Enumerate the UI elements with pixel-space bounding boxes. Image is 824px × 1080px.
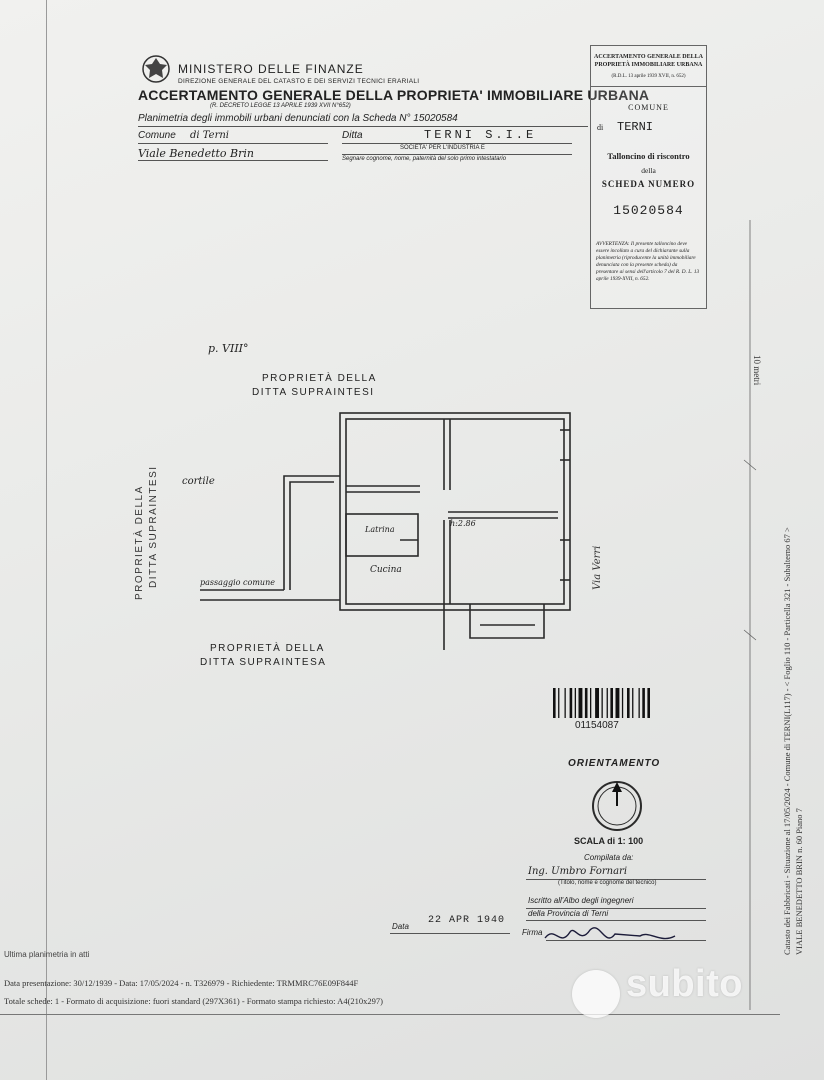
watermark-text: subito xyxy=(626,963,743,1005)
direzione-text: DIREZIONE GENERALE DEL CATASTO E DEI SER… xyxy=(178,78,420,85)
prop-left-line1: PROPRIETÀ DELLA xyxy=(134,485,145,600)
barcode-bar xyxy=(638,688,640,718)
plan-page-ref: p. VIII° xyxy=(208,342,249,355)
footer-line-1: Data presentazione: 30/12/1939 - Data: 1… xyxy=(4,978,359,988)
stub-comune-label: COMUNE xyxy=(628,103,669,112)
barcode-bar xyxy=(621,688,624,718)
stub-title-1: ACCERTAMENTO GENERALE DELLA xyxy=(594,54,703,60)
barcode-bar xyxy=(584,688,588,718)
subito-logo-icon xyxy=(572,970,620,1018)
latrina-label: Latrina xyxy=(365,525,395,534)
prop-top-line1: PROPRIETÀ DELLA xyxy=(262,373,377,384)
stub-scheda-label: SCHEDA NUMERO xyxy=(601,179,696,189)
stub-comune-prefix: di xyxy=(597,123,604,132)
emblem-icon xyxy=(142,55,170,83)
barcode-bar xyxy=(578,688,583,718)
address-value: Viale Benedetto Brin xyxy=(138,147,254,160)
signature xyxy=(544,927,676,940)
scale-10m-label: 10 metri xyxy=(752,355,762,386)
height-label: h:2.86 xyxy=(450,519,476,528)
barcode-bar xyxy=(615,688,620,718)
engineer-note: (Titolo, nome e cognome del tecnico) xyxy=(558,880,657,886)
stub-della: della xyxy=(641,166,656,175)
stub-scheda-number: 15020584 xyxy=(613,203,684,218)
firma-label: Firma xyxy=(522,928,543,937)
compiled-label: Compilata da: xyxy=(584,853,634,862)
barcode-bar xyxy=(632,688,634,718)
cortile-label: cortile xyxy=(182,476,215,487)
stub-comune-value: TERNI xyxy=(617,120,654,134)
data-value: 22 APR 1940 xyxy=(428,915,506,926)
barcode-bar xyxy=(642,688,645,718)
ditta-subtext: SOCIETA' PER L'INDUSTRIA E xyxy=(400,145,485,151)
ministry-name: MINISTERO DELLE FINANZE xyxy=(178,62,364,76)
barcode-bar xyxy=(574,688,576,718)
ditta-value: TERNI S.I.E xyxy=(424,128,537,142)
barcode-bar xyxy=(606,688,608,718)
barcode-bar xyxy=(558,688,560,718)
compass-icon xyxy=(592,781,642,831)
via-verri-label: Via Verri xyxy=(592,545,603,590)
comune-value: di Terni xyxy=(190,130,230,141)
prop-bottom-line1: PROPRIETÀ DELLA xyxy=(210,643,325,654)
barcode-bar xyxy=(595,688,599,718)
barcode-number: 01154087 xyxy=(575,720,619,731)
scheda-line: Planimetria degli immobili urbani denunc… xyxy=(138,113,458,124)
orientation-label: ORIENTAMENTO xyxy=(568,758,661,769)
comune-label: Comune xyxy=(138,130,176,141)
albo-text: Iscritto all'Albo degli ingegneri xyxy=(528,896,634,905)
prop-bottom-line2: DITTA SUPRAINTESA xyxy=(200,657,327,668)
barcode-bar xyxy=(627,688,630,718)
barcode-bar xyxy=(647,688,650,718)
engineer-name: Ing. Umbro Fornari xyxy=(528,866,628,877)
prop-left-line2: DITTA SUPRAINTESI xyxy=(148,465,159,588)
barcode-bar xyxy=(601,688,603,718)
provincia-text: della Provincia di Terni xyxy=(528,909,609,918)
left-margin-line xyxy=(46,0,47,1080)
barcode xyxy=(553,688,650,718)
side-address-line: VIALE BENEDETTO BRIN n. 60 Piano 7 xyxy=(794,808,804,955)
ultima-planimetria: Ultima planimetria in atti xyxy=(4,950,90,959)
barcode-bar xyxy=(590,688,592,718)
riscontro-stub: ACCERTAMENTO GENERALE DELLA PROPRIETÀ IM… xyxy=(590,45,707,309)
stub-avvertenza: AVVERTENZA: Il presente talloncino deve … xyxy=(596,241,700,282)
stub-talloncino: Talloncino di riscontro xyxy=(607,151,690,161)
stub-title-2: PROPRIETÀ IMMOBILIARE URBANA xyxy=(594,62,703,68)
data-label: Data xyxy=(392,922,409,931)
ditta-note: Segnare cognome, nome, paternità del sol… xyxy=(342,156,507,162)
barcode-bar xyxy=(610,688,613,718)
passaggio-label: passaggio comune xyxy=(200,578,275,587)
stub-decree: (R.D.L. 13 aprile 1939 XVII, n. 652) xyxy=(611,74,686,79)
document-title: ACCERTAMENTO GENERALE DELLA PROPRIETA' I… xyxy=(138,87,650,103)
footer-line-2: Totale schede: 1 - Formato di acquisizio… xyxy=(4,996,383,1006)
prop-top-line2: DITTA SUPRAINTESI xyxy=(252,387,375,398)
cucina-label: Cucina xyxy=(370,565,402,575)
decree-text: (R. DECRETO LEGGE 13 APRILE 1939 XVII N°… xyxy=(210,103,351,109)
barcode-bar xyxy=(553,688,556,718)
barcode-bar xyxy=(564,688,566,718)
barcode-bar xyxy=(569,688,573,718)
bottom-border-line xyxy=(0,1014,780,1015)
ditta-label: Ditta xyxy=(342,130,363,141)
scale-text: SCALA di 1: 100 xyxy=(574,836,644,846)
side-catasto-line: Catasto dei Fabbricati - Situazione al 1… xyxy=(782,527,792,955)
